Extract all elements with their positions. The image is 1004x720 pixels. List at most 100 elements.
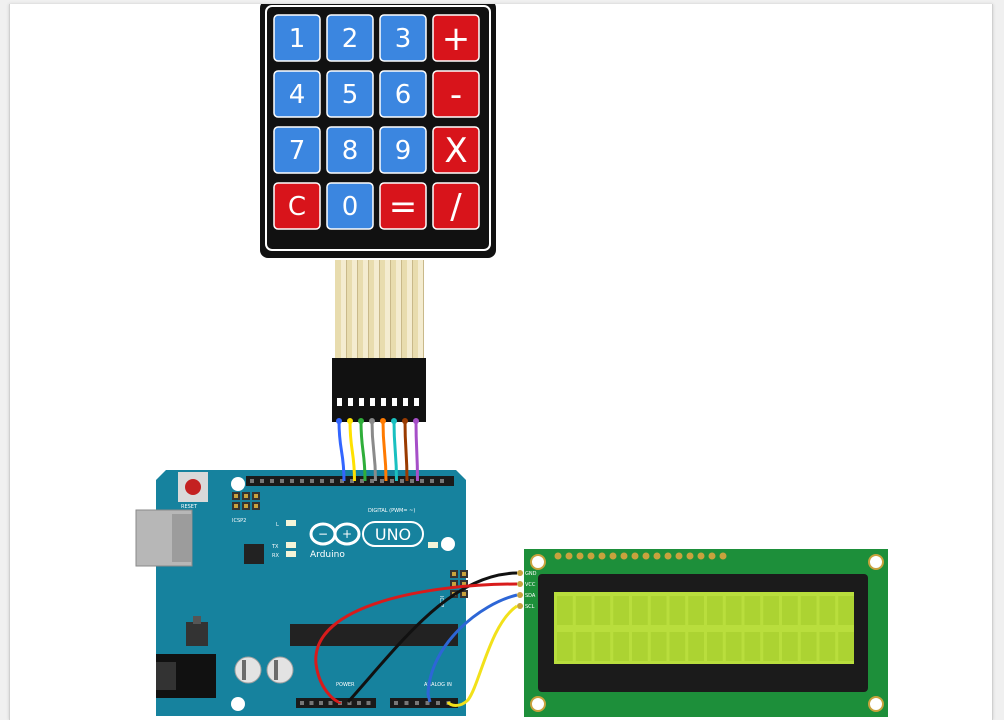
digital-pin-hole	[410, 479, 414, 483]
vcc-wire	[314, 582, 518, 704]
key-label: 0	[342, 192, 359, 222]
lcd-char-cell	[688, 632, 704, 661]
icsp2-pin-gold	[244, 494, 248, 498]
lcd-top-pin	[598, 552, 606, 560]
atmega-chip	[290, 624, 458, 646]
key-label: 7	[289, 136, 306, 166]
digital-pin-hole	[420, 479, 424, 483]
keypad-key-1[interactable]: 1	[273, 14, 321, 62]
keypad-key-X[interactable]: X	[432, 126, 480, 174]
connector-pin	[348, 398, 353, 406]
key-face[interactable]	[273, 14, 321, 62]
lcd-pin-label-vcc: VCC	[525, 582, 536, 588]
digital-pin-hole	[290, 479, 294, 483]
connector-pin	[359, 398, 364, 406]
ribbon-trace	[385, 260, 390, 360]
connector-pin	[337, 398, 342, 406]
keypad-key-/[interactable]: /	[432, 182, 480, 230]
digital-pin-hole	[310, 479, 314, 483]
connector-pin	[403, 398, 408, 406]
wire-end	[391, 418, 397, 424]
lcd-i2c-pin	[517, 603, 523, 609]
digital-pin-hole	[250, 479, 254, 483]
keypad-key-6[interactable]: 6	[379, 70, 427, 118]
lcd-char-cell	[575, 596, 592, 625]
key-face[interactable]	[326, 70, 374, 118]
key-label: +	[442, 19, 471, 59]
analog-pin-hole	[436, 701, 440, 705]
icsp2-pin-gold	[234, 494, 238, 498]
wire-end	[358, 418, 364, 424]
mount-hole	[231, 477, 245, 491]
key-face[interactable]	[379, 182, 427, 230]
power-label: POWER	[336, 682, 355, 688]
key-face[interactable]	[273, 182, 321, 230]
key-label: -	[450, 75, 462, 115]
lcd-char-cell	[613, 596, 629, 625]
key-face[interactable]	[432, 14, 480, 62]
lcd-char-cell	[838, 632, 854, 661]
analog-pin-hole	[415, 701, 419, 705]
power-pin-hole	[319, 701, 323, 705]
connector-pin	[370, 398, 375, 406]
lcd-char-cell	[725, 632, 742, 661]
lcd-char-cell	[725, 596, 742, 625]
key-face[interactable]	[379, 70, 427, 118]
on-led-label: ON	[441, 544, 449, 550]
keypad-wire	[359, 420, 367, 482]
rx-led-label: RX	[272, 553, 279, 559]
key-face[interactable]	[273, 126, 321, 174]
lcd-char-cell	[819, 596, 836, 625]
digital-pin-hole	[400, 479, 404, 483]
wire-end	[402, 418, 408, 424]
icsp-side-label: ICSP	[438, 596, 444, 607]
keypad-key-5[interactable]: 5	[326, 70, 374, 118]
keypad-key-+[interactable]: +	[432, 14, 480, 62]
keypad-key--[interactable]: -	[432, 70, 480, 118]
key-face[interactable]	[432, 70, 480, 118]
lcd-char-cell	[744, 596, 761, 625]
keypad-key-7[interactable]: 7	[273, 126, 321, 174]
power-jack-inner	[156, 662, 176, 690]
power-pin-hole	[357, 701, 361, 705]
lcd-i2c-pin	[517, 570, 523, 576]
keypad-key-8[interactable]: 8	[326, 126, 374, 174]
keypad-wire	[348, 420, 356, 482]
key-face[interactable]	[326, 14, 374, 62]
capacitor-band	[274, 660, 278, 680]
lcd-char-cell	[782, 632, 798, 661]
key-label: C	[288, 192, 306, 222]
digital-pin-hole	[360, 479, 364, 483]
lcd-char-cell	[763, 596, 779, 625]
key-face[interactable]	[379, 126, 427, 174]
logo-plus: +	[342, 527, 352, 541]
keypad-inner-border	[265, 5, 491, 251]
lcd-char-cell	[557, 632, 573, 661]
l-led-label: L	[276, 522, 279, 528]
key-face[interactable]	[326, 182, 374, 230]
icsp2-header	[232, 492, 260, 510]
reset-button[interactable]	[185, 479, 201, 495]
icsp-pin-gold	[462, 592, 466, 596]
keypad-key-=[interactable]: =	[379, 182, 427, 230]
key-face[interactable]	[432, 126, 480, 174]
sda-wire	[426, 593, 518, 703]
key-face[interactable]	[326, 126, 374, 174]
key-face[interactable]	[273, 70, 321, 118]
keypad-wire	[337, 420, 346, 482]
keypad-key-0[interactable]: 0	[326, 182, 374, 230]
key-label: 4	[289, 80, 306, 110]
keypad-key-C[interactable]: C	[273, 182, 321, 230]
regulator-tab	[193, 616, 201, 624]
key-face[interactable]	[432, 182, 480, 230]
lcd-char-cell	[838, 596, 854, 625]
key-label: 8	[342, 136, 359, 166]
connector-pin	[414, 398, 419, 406]
keypad-key-3[interactable]: 3	[379, 14, 427, 62]
keypad-key-4[interactable]: 4	[273, 70, 321, 118]
power-pin-hole	[328, 701, 333, 705]
digital-pin-hole	[340, 479, 344, 483]
key-face[interactable]	[379, 14, 427, 62]
keypad-key-9[interactable]: 9	[379, 126, 427, 174]
keypad-key-2[interactable]: 2	[326, 14, 374, 62]
